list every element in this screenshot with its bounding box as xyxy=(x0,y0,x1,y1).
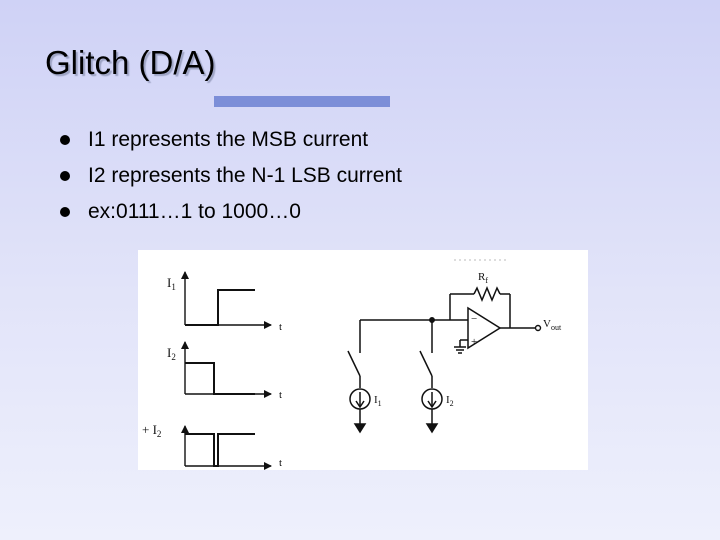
i1-step-signal xyxy=(185,289,255,326)
junction-dot xyxy=(429,317,435,323)
bullet-item: ex:0111…1 to 1000…0 xyxy=(60,194,402,230)
sum-glitch-signal xyxy=(185,433,255,467)
figure-svg: I1 t I2 t + I2 t xyxy=(142,259,562,470)
i2-step-signal xyxy=(185,362,255,395)
source1-arrow-head xyxy=(355,400,365,409)
op-amp-minus-sign: − xyxy=(471,313,477,325)
title-underline-bar xyxy=(214,96,390,107)
source2-down-arrow-icon xyxy=(425,423,439,434)
i1-t-label: t xyxy=(279,321,282,333)
i2-label: I2 xyxy=(167,345,176,362)
bullet-text: I2 represents the N-1 LSB current xyxy=(88,164,402,187)
bullet-list: I1 represents the MSB current I2 represe… xyxy=(60,122,402,230)
sum-t-label: t xyxy=(279,457,282,469)
i1-label: I1 xyxy=(167,275,176,292)
source2-label: I2 xyxy=(446,394,454,408)
waveform-sum: + I2 t xyxy=(142,422,282,470)
dac-circuit xyxy=(347,259,536,434)
source2-arrow-head xyxy=(427,400,437,409)
bullet-text: ex:0111…1 to 1000…0 xyxy=(88,200,301,223)
source1-down-arrow-icon xyxy=(353,423,367,434)
slide-title: Glitch (D/A) xyxy=(45,44,216,81)
bullet-dot-icon xyxy=(60,171,70,181)
bullet-item: I1 represents the MSB current xyxy=(60,122,402,158)
source1-label: I1 xyxy=(374,394,382,408)
vout-terminal xyxy=(534,324,542,332)
bullet-text: I1 represents the MSB current xyxy=(88,128,369,151)
waveform-i2: I2 t xyxy=(167,341,282,401)
op-amp-triangle xyxy=(467,306,502,350)
vout-label: Vout xyxy=(543,318,562,332)
bullet-item: I2 represents the N-1 LSB current xyxy=(60,158,402,194)
bullet-dot-icon xyxy=(60,135,70,145)
sum-label: + I2 xyxy=(142,422,161,439)
i2-t-label: t xyxy=(279,389,282,401)
switch1-blade xyxy=(347,350,361,377)
op-amp-plus-sign: + xyxy=(471,336,477,348)
waveform-i1: I1 t xyxy=(167,271,282,333)
glitch-circuit-figure: I1 t I2 t + I2 t xyxy=(138,250,588,470)
bullet-dot-icon xyxy=(60,207,70,217)
rf-label: Rf xyxy=(478,271,488,285)
feedback-resistor-rf xyxy=(473,286,501,302)
switch2-blade xyxy=(419,350,433,377)
